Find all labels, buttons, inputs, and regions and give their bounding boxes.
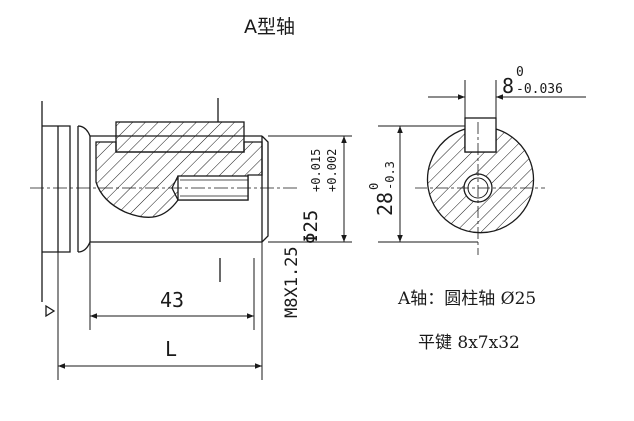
dim-43-label: 43 [160, 288, 184, 312]
shaft-fillet-top [77, 125, 91, 137]
key-section [115, 121, 245, 153]
drawing-title: A型轴 [244, 16, 295, 38]
diameter-label: Φ25 [300, 210, 322, 244]
shaft-end-chamfer [261, 135, 269, 243]
end-keyway [464, 117, 497, 153]
shaft-note: A轴：圆柱轴 Ø25 [398, 289, 537, 309]
key-width-lower-tol: -0.036 [516, 82, 563, 97]
dim-key-depth [378, 125, 478, 243]
thread-label: M8X1.25 [282, 246, 302, 318]
key-width-label: 8 [502, 74, 514, 98]
datum-mark [45, 304, 56, 318]
dim-key-width [428, 80, 586, 118]
key-depth-label: 28 [373, 192, 397, 216]
dim-L [57, 242, 263, 380]
flange-chamfer [42, 125, 58, 253]
flange-step [58, 125, 71, 253]
diameter-upper-tol: +0.015 [309, 149, 323, 192]
diameter-lower-tol: +0.002 [325, 149, 339, 192]
shaft-side-view [30, 98, 300, 318]
dim-L-label: L [165, 337, 177, 361]
key-width-upper-tol: 0 [516, 65, 524, 80]
dim-diameter [268, 135, 352, 243]
key-depth-lower-tol: -0.3 [383, 161, 397, 190]
key-depth-upper-tol: 0 [367, 183, 381, 190]
dim-43 [89, 242, 255, 330]
shaft-end-view [415, 117, 545, 255]
key-note: 平键 8x7x32 [418, 333, 520, 353]
shaft-fillet-bottom [77, 241, 91, 253]
